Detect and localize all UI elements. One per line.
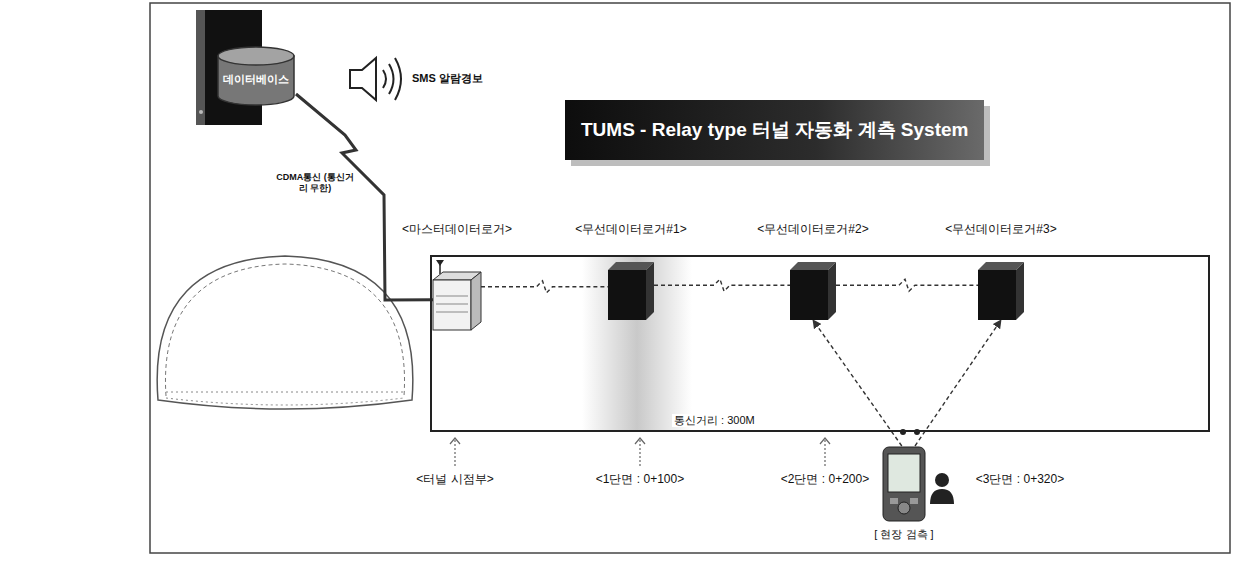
tunnel-cross-section — [157, 256, 413, 409]
wireless-data-logger: <무선데이터로거#1> — [608, 262, 654, 320]
person-icon — [930, 473, 954, 504]
node-text: 통신거리 : 300M — [672, 414, 757, 427]
node-text: <마스터데이터로거> — [402, 222, 512, 236]
frame — [150, 3, 1230, 553]
title-text: TUMS - Relay type 터널 자동화 계측 System — [581, 119, 968, 142]
speaker-icon — [350, 58, 401, 100]
station-arrows — [450, 438, 830, 466]
node-text: [ 현장 검측 ] — [874, 528, 933, 541]
signal-band — [582, 257, 692, 430]
wireless-link — [654, 279, 790, 291]
tunnel-section-box: 통신거리 : 300M <마스터데이터로거> <무선데이터로거#1> <무선데이터로거… — [430, 255, 1210, 432]
survey-link — [813, 320, 902, 446]
node-text: <무선데이터로거#2> — [757, 222, 868, 236]
database-cylinder: 데이터베이스 — [216, 46, 296, 106]
cdma-link — [296, 94, 433, 300]
edge-label: CDMA통신 (통신거리 무한) — [276, 172, 354, 195]
wireless-data-logger: <무선데이터로거#3> — [978, 262, 1024, 320]
master-data-logger: <마스터데이터로거> — [433, 258, 481, 330]
master-shape — [433, 258, 481, 330]
dark-shape — [790, 262, 836, 320]
wireless-link — [481, 281, 608, 293]
station-label: <터널 시점부> — [416, 472, 493, 486]
wireless-data-logger: <무선데이터로거#2> — [790, 262, 836, 320]
pda-shape — [882, 446, 926, 522]
station-label: <1단면 : 0+100> — [596, 472, 684, 486]
node-text: <무선데이터로거#1> — [575, 222, 686, 236]
dark-shape — [978, 262, 1024, 320]
connection-dot — [900, 429, 906, 435]
survey-link — [915, 320, 1001, 446]
connection-dot — [914, 429, 920, 435]
station-label: <2단면 : 0+200> — [781, 472, 869, 486]
station-label: <3단면 : 0+320> — [976, 472, 1064, 486]
pda-device: [ 현장 검측 ] — [882, 446, 926, 522]
dark-shape — [608, 262, 654, 320]
alarm-label: SMS 알람경보 — [412, 72, 483, 85]
wireless-link — [836, 279, 978, 291]
node-text: <무선데이터로거#3> — [945, 222, 1056, 236]
title-banner: TUMS - Relay type 터널 자동화 계측 System — [565, 100, 984, 160]
node-text: 데이터베이스 — [223, 73, 289, 86]
